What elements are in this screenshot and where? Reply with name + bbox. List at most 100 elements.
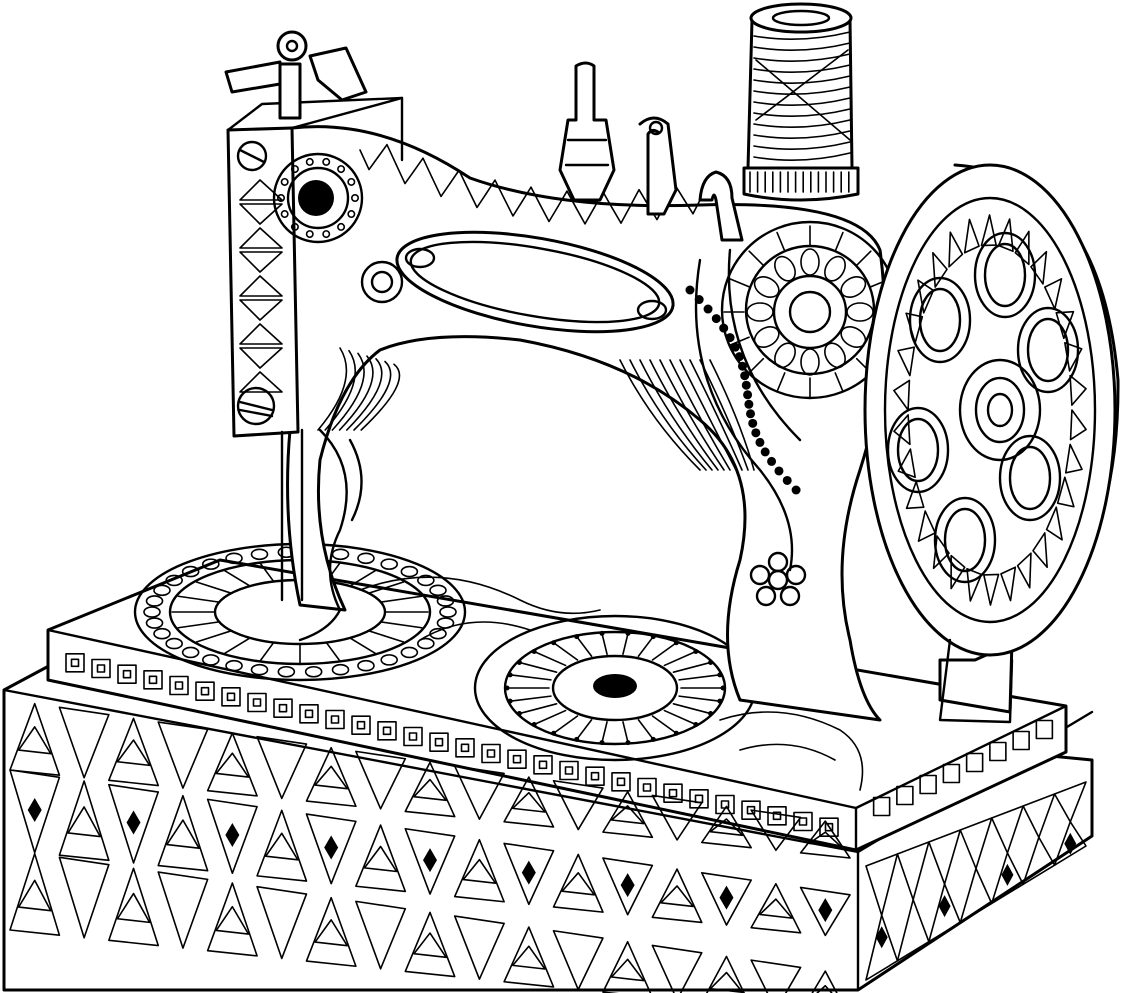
dot	[725, 333, 735, 343]
triangle	[404, 827, 456, 895]
dot	[290, 222, 299, 231]
plinth-square	[429, 732, 449, 752]
triangle	[157, 871, 209, 949]
plinth-square	[65, 653, 85, 673]
triangle-inner	[67, 806, 101, 838]
bed-ray-pattern	[171, 560, 726, 746]
triangle	[799, 886, 851, 937]
plinth-square-inner	[304, 709, 314, 719]
triangle	[896, 841, 930, 901]
plinth-square-inner	[226, 692, 236, 702]
triangle	[239, 179, 283, 201]
petal	[824, 342, 846, 369]
small-flower	[749, 551, 807, 607]
triangle-inner	[116, 892, 151, 924]
triangle	[9, 702, 61, 776]
stripe	[346, 358, 383, 431]
triangle	[928, 829, 962, 885]
plinth-square	[872, 796, 891, 817]
stripe	[669, 359, 731, 471]
diamond	[324, 835, 339, 860]
diamond	[27, 798, 42, 822]
ray	[575, 718, 593, 741]
ray-dot	[551, 640, 557, 646]
triangle	[705, 955, 745, 993]
ray-dot	[708, 711, 714, 717]
thread	[753, 64, 851, 73]
triangle	[157, 721, 209, 789]
triangle	[395, 163, 415, 185]
ray	[834, 231, 844, 252]
dot	[741, 380, 751, 390]
triangle	[58, 706, 110, 779]
triangle	[552, 779, 604, 831]
dot	[711, 314, 721, 324]
dot	[703, 304, 713, 314]
ray-dot	[574, 634, 580, 640]
shard	[1055, 310, 1075, 340]
dot	[322, 230, 331, 239]
ray-dot	[720, 685, 726, 691]
plinth-square-inner	[70, 658, 80, 668]
petal	[840, 326, 867, 348]
triangle	[557, 190, 577, 209]
handwheel-shard-pattern	[893, 214, 1087, 606]
plinth-square	[273, 698, 293, 718]
front-medallion	[272, 152, 364, 244]
bead	[225, 552, 243, 565]
bead	[357, 552, 375, 565]
plinth-square	[1012, 730, 1030, 751]
dot	[276, 194, 285, 203]
ray	[622, 720, 629, 744]
triangle	[256, 809, 308, 882]
dot	[782, 475, 792, 485]
triangle	[239, 251, 283, 273]
bed-center-dot	[593, 674, 637, 698]
triangle	[990, 805, 1024, 854]
ray	[622, 632, 629, 656]
triangle	[413, 157, 433, 179]
ray	[678, 674, 721, 681]
bead	[277, 665, 296, 678]
shard	[905, 480, 925, 510]
plinth-square	[143, 670, 163, 690]
thread	[753, 42, 851, 51]
bead	[250, 663, 269, 676]
triangle	[1022, 793, 1056, 839]
triangle	[485, 179, 505, 199]
plinth-square-inner	[252, 698, 262, 707]
plinth-square	[299, 704, 319, 724]
plinth-square-inner	[278, 703, 288, 713]
triangle	[503, 926, 555, 988]
ray-dot	[717, 672, 723, 678]
ray	[672, 703, 712, 715]
triangle	[552, 853, 604, 913]
triangle-inner	[215, 905, 250, 935]
triangle	[355, 900, 407, 970]
diamond	[875, 926, 888, 949]
bead	[331, 663, 350, 676]
triangle-inner	[462, 858, 497, 884]
ray	[367, 630, 405, 643]
shard	[1056, 476, 1075, 508]
bead	[145, 617, 164, 629]
ray-dot	[650, 634, 656, 640]
triangle	[959, 867, 993, 924]
dot	[746, 409, 756, 419]
diamond	[938, 895, 951, 918]
plinth-square-inner	[434, 737, 444, 747]
spoke-hole-rim	[998, 434, 1062, 522]
triangle-inner	[561, 872, 596, 896]
triangle	[239, 347, 283, 369]
ray	[349, 569, 377, 587]
dot	[280, 177, 289, 186]
triangle	[206, 732, 258, 797]
triangle	[811, 970, 838, 993]
thread	[753, 31, 851, 40]
diamond	[423, 848, 437, 873]
thread	[753, 86, 851, 95]
stripe	[353, 360, 392, 431]
petal	[846, 302, 874, 322]
machine-base	[2, 558, 1094, 993]
stripe	[338, 355, 374, 431]
